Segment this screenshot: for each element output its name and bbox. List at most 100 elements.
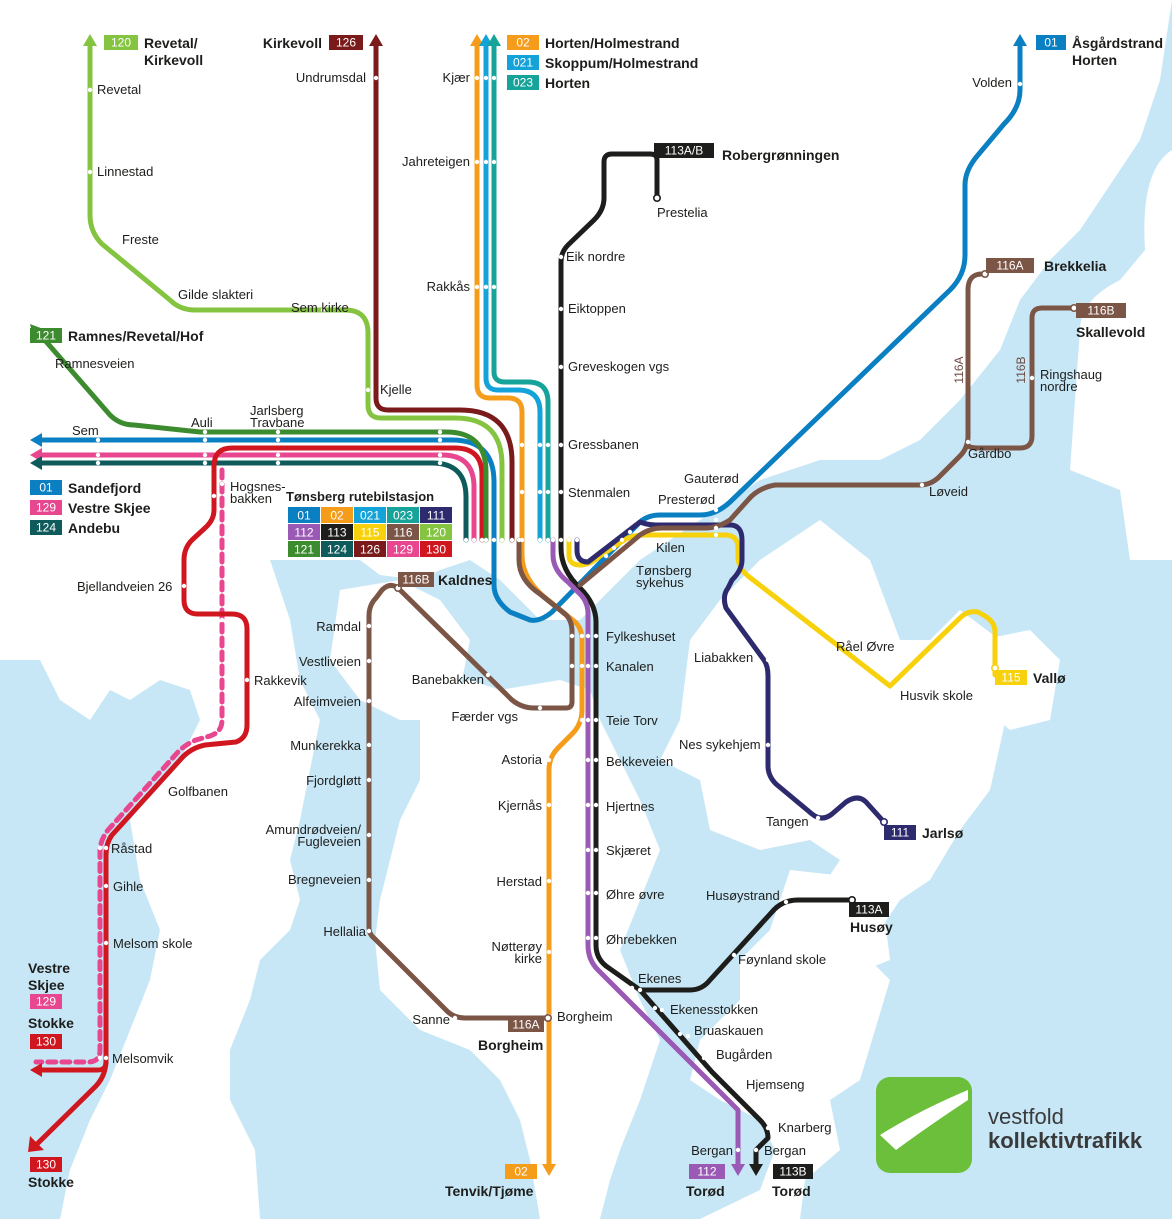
hub-badge-01[interactable]: 01	[288, 507, 320, 523]
stop-label-bergan-112: Bergan	[691, 1143, 733, 1158]
route-badge	[884, 825, 916, 840]
destination-name: Tenvik/Tjøme	[445, 1183, 534, 1199]
stop-label-hellalia: Hellalia	[323, 924, 366, 939]
route-badge-label: 126	[336, 36, 356, 50]
route-130[interactable]	[33, 445, 485, 1148]
dest-113b[interactable]: 113B Torød	[772, 1164, 813, 1199]
hub-badge-02[interactable]: 02	[321, 507, 353, 523]
route-badge	[30, 994, 62, 1009]
route-121[interactable]	[33, 327, 489, 543]
route-124[interactable]	[33, 460, 469, 543]
destination-name: Torød	[772, 1183, 811, 1199]
vestfold-kollektivtrafikk-logo[interactable]: vestfold kollektivtrafikk	[876, 1077, 1143, 1173]
stop-label-bregneveien: Bregneveien	[288, 872, 361, 887]
stop-label-knarberg: Knarberg	[778, 1120, 831, 1135]
hub-badge-113[interactable]: 113	[321, 524, 353, 540]
route-badge-label: 116B	[402, 573, 429, 587]
route-badge	[1076, 303, 1126, 318]
stop-label-vestliveien: Vestliveien	[299, 654, 361, 669]
route-120[interactable]	[87, 39, 505, 543]
destination-name: Brekkelia	[1044, 258, 1106, 274]
route-badge-label: 023	[513, 76, 533, 90]
stop-label-foynland: Føynland skole	[738, 952, 826, 967]
arrow-icon	[83, 34, 97, 46]
stop-label-husvik-skole: Husvik skole	[900, 688, 973, 703]
route-116-east[interactable]	[577, 271, 988, 588]
hub-badge-021[interactable]: 021	[354, 507, 386, 523]
route-badge	[30, 1034, 62, 1049]
route-130-west[interactable]	[33, 1059, 109, 1073]
route-116b-branch[interactable]	[965, 305, 1077, 451]
destination-name: Jarlsø	[922, 825, 964, 841]
route-badge	[30, 520, 62, 535]
stop-label-sanne: Sanne	[412, 1012, 450, 1027]
route-113a[interactable]	[637, 897, 855, 993]
route-111[interactable]	[574, 519, 887, 825]
route-129-dashed[interactable]	[33, 467, 225, 1065]
arrow-icon	[749, 1164, 763, 1176]
destination-name: Husøy	[850, 919, 893, 935]
route-112[interactable]	[550, 537, 741, 1173]
route-021[interactable]	[483, 37, 543, 543]
stop-label-liabakken: Liabakken	[694, 650, 753, 665]
route-01[interactable]	[33, 37, 1023, 623]
water-northeast	[230, 0, 1172, 1219]
route-023[interactable]	[491, 37, 551, 543]
route-badge	[654, 143, 714, 158]
hub-badge-120[interactable]: 120	[420, 524, 452, 540]
route-116[interactable]	[366, 537, 575, 1021]
route-badge-label: 113B	[779, 1165, 806, 1179]
hub-badge-115[interactable]: 115	[354, 524, 386, 540]
route-badge	[689, 1164, 725, 1179]
stop-label-ramnesveien: Ramnesveien	[55, 356, 135, 371]
hub-badge-023[interactable]: 023	[387, 507, 419, 523]
hub-badge-label: 021	[360, 509, 380, 523]
hub-badge-126[interactable]: 126	[354, 541, 386, 557]
route-113ab[interactable]	[558, 151, 771, 1173]
hub-badge-130[interactable]: 130	[420, 541, 452, 557]
route-126[interactable]	[373, 37, 515, 543]
hub-badge-112[interactable]: 112	[288, 524, 320, 540]
stop-label-rael-ovre: Råel Øvre	[836, 639, 895, 654]
stop-label-kilen: Kilen	[656, 540, 685, 555]
stop-label-husoystrand: Husøystrand	[706, 888, 780, 903]
hub-badge-129[interactable]: 129	[387, 541, 419, 557]
hub-badge-label: 124	[327, 543, 347, 557]
stop-label-greveskogen: Greveskogen vgs	[568, 359, 670, 374]
destination-name: Andebu	[68, 520, 120, 536]
hub-badge-124[interactable]: 124	[321, 541, 353, 557]
hub-badge-116[interactable]: 116	[387, 524, 419, 540]
hub-badge-121[interactable]: 121	[288, 541, 320, 557]
route-115[interactable]	[566, 532, 998, 689]
stop-label-eik-nordre: Eik nordre	[566, 249, 625, 264]
destination-name: Robergrønningen	[722, 147, 839, 163]
hub-badge-111[interactable]: 111	[420, 507, 452, 523]
